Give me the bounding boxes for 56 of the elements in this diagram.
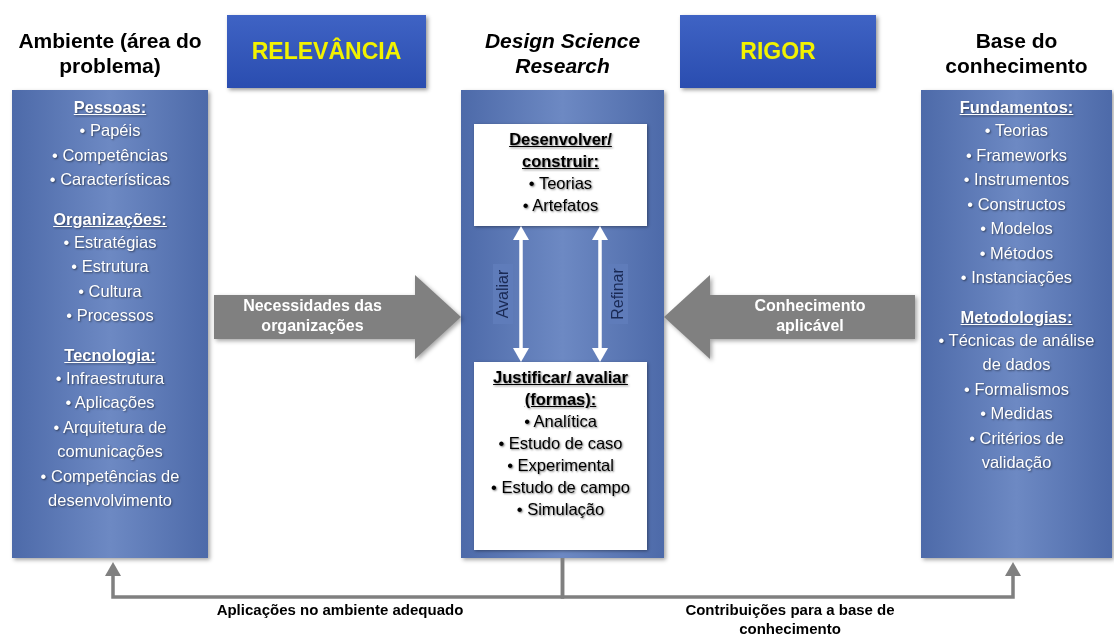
list-item: • Estratégias (62, 231, 158, 253)
edge-label: Conhecimento aplicável (753, 296, 867, 336)
list-item: • Teorias (527, 173, 594, 194)
section-heading: Pessoas: (72, 97, 148, 118)
double-arrow (513, 226, 529, 362)
section-heading: Organizações: (52, 208, 168, 230)
list-item: • Artefatos (521, 195, 600, 216)
edge-label: Contribuições para a base de conhecimento (684, 600, 896, 638)
column-heading: Ambiente (área do problema) (17, 28, 203, 78)
list-item: • Analítica (523, 411, 598, 432)
list-item: • Instanciações (959, 267, 1074, 288)
edge-label: Necessidades das organizações (242, 296, 383, 336)
list-item: • Estudo de campo (490, 477, 631, 498)
list-item: • Simulação (515, 499, 606, 520)
list-item: • Estrutura (70, 256, 150, 277)
list-item: • Aplicações (64, 392, 156, 413)
list-item: • Técnicas de análise de dados (937, 329, 1096, 375)
list-item: • Teorias (983, 120, 1050, 141)
banner-title: RIGOR (740, 38, 816, 65)
column-heading: Base do conhecimento (944, 28, 1089, 78)
list-item: • Arquitetura de comunicações (52, 416, 168, 462)
banner-box (227, 15, 426, 88)
section-heading: Fundamentos: (958, 97, 1075, 118)
section-heading: Tecnologia: (63, 344, 157, 366)
block-arrow (664, 275, 915, 359)
edge-label: Avaliar (493, 264, 513, 324)
list-item: • Características (48, 169, 172, 190)
section-heading: Justificar/ avaliar (formas): (492, 367, 629, 410)
list-item: • Competências de desenvolvimento (39, 465, 181, 511)
list-item: • Experimental (506, 455, 615, 476)
list-item: • Critérios de validação (968, 427, 1065, 473)
list-item: • Estudo de caso (497, 433, 624, 454)
block-arrow (214, 275, 461, 359)
edge-label: Refinar (608, 264, 628, 324)
list-item: • Cultura (77, 280, 143, 302)
list-item: • Processos (65, 305, 155, 326)
list-item: • Instrumentos (962, 169, 1071, 190)
content-box (474, 362, 647, 550)
list-item: • Papéis (78, 120, 142, 141)
section-heading: Metodologias: (959, 306, 1074, 328)
list-item: • Infraestrutura (54, 367, 166, 389)
edge-label: Aplicações no ambiente adequado (215, 600, 465, 619)
list-item: • Frameworks (964, 144, 1069, 166)
connector-arrow (560, 558, 1021, 599)
column-heading: Design Science Research (483, 28, 642, 78)
section-heading: Desenvolver/ construir: (508, 129, 613, 172)
list-item: • Constructos (966, 193, 1067, 215)
double-arrow (592, 226, 608, 362)
banner-box (680, 15, 876, 88)
list-item: • Formalismos (963, 378, 1070, 400)
list-item: • Métodos (978, 242, 1055, 264)
list-item: • Medidas (979, 403, 1054, 424)
content-box (474, 124, 647, 226)
banner-title: RELEVÂNCIA (251, 38, 402, 65)
list-item: • Modelos (979, 218, 1054, 239)
list-item: • Competências (51, 144, 169, 166)
